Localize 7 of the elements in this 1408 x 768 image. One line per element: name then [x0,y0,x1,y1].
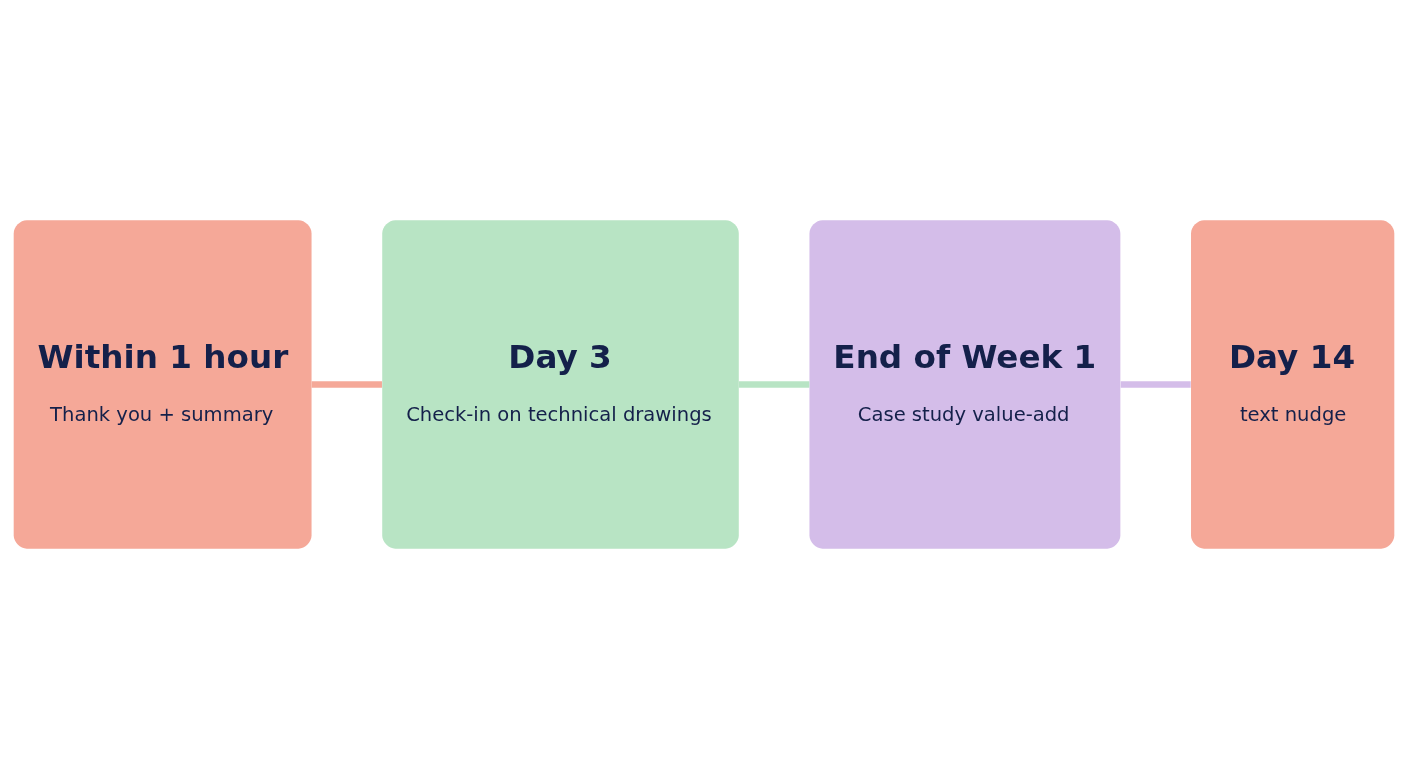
node-box: Day 3 Check-in on technical drawings [382,219,739,549]
connector [738,380,810,388]
node-box: Within 1 hour Thank you + summary [13,219,312,549]
connector [1120,380,1191,388]
node-box: Day 14 text nudge [1191,219,1395,549]
node-box: End of Week 1 Case study value-add [809,219,1121,549]
connector [311,380,382,388]
